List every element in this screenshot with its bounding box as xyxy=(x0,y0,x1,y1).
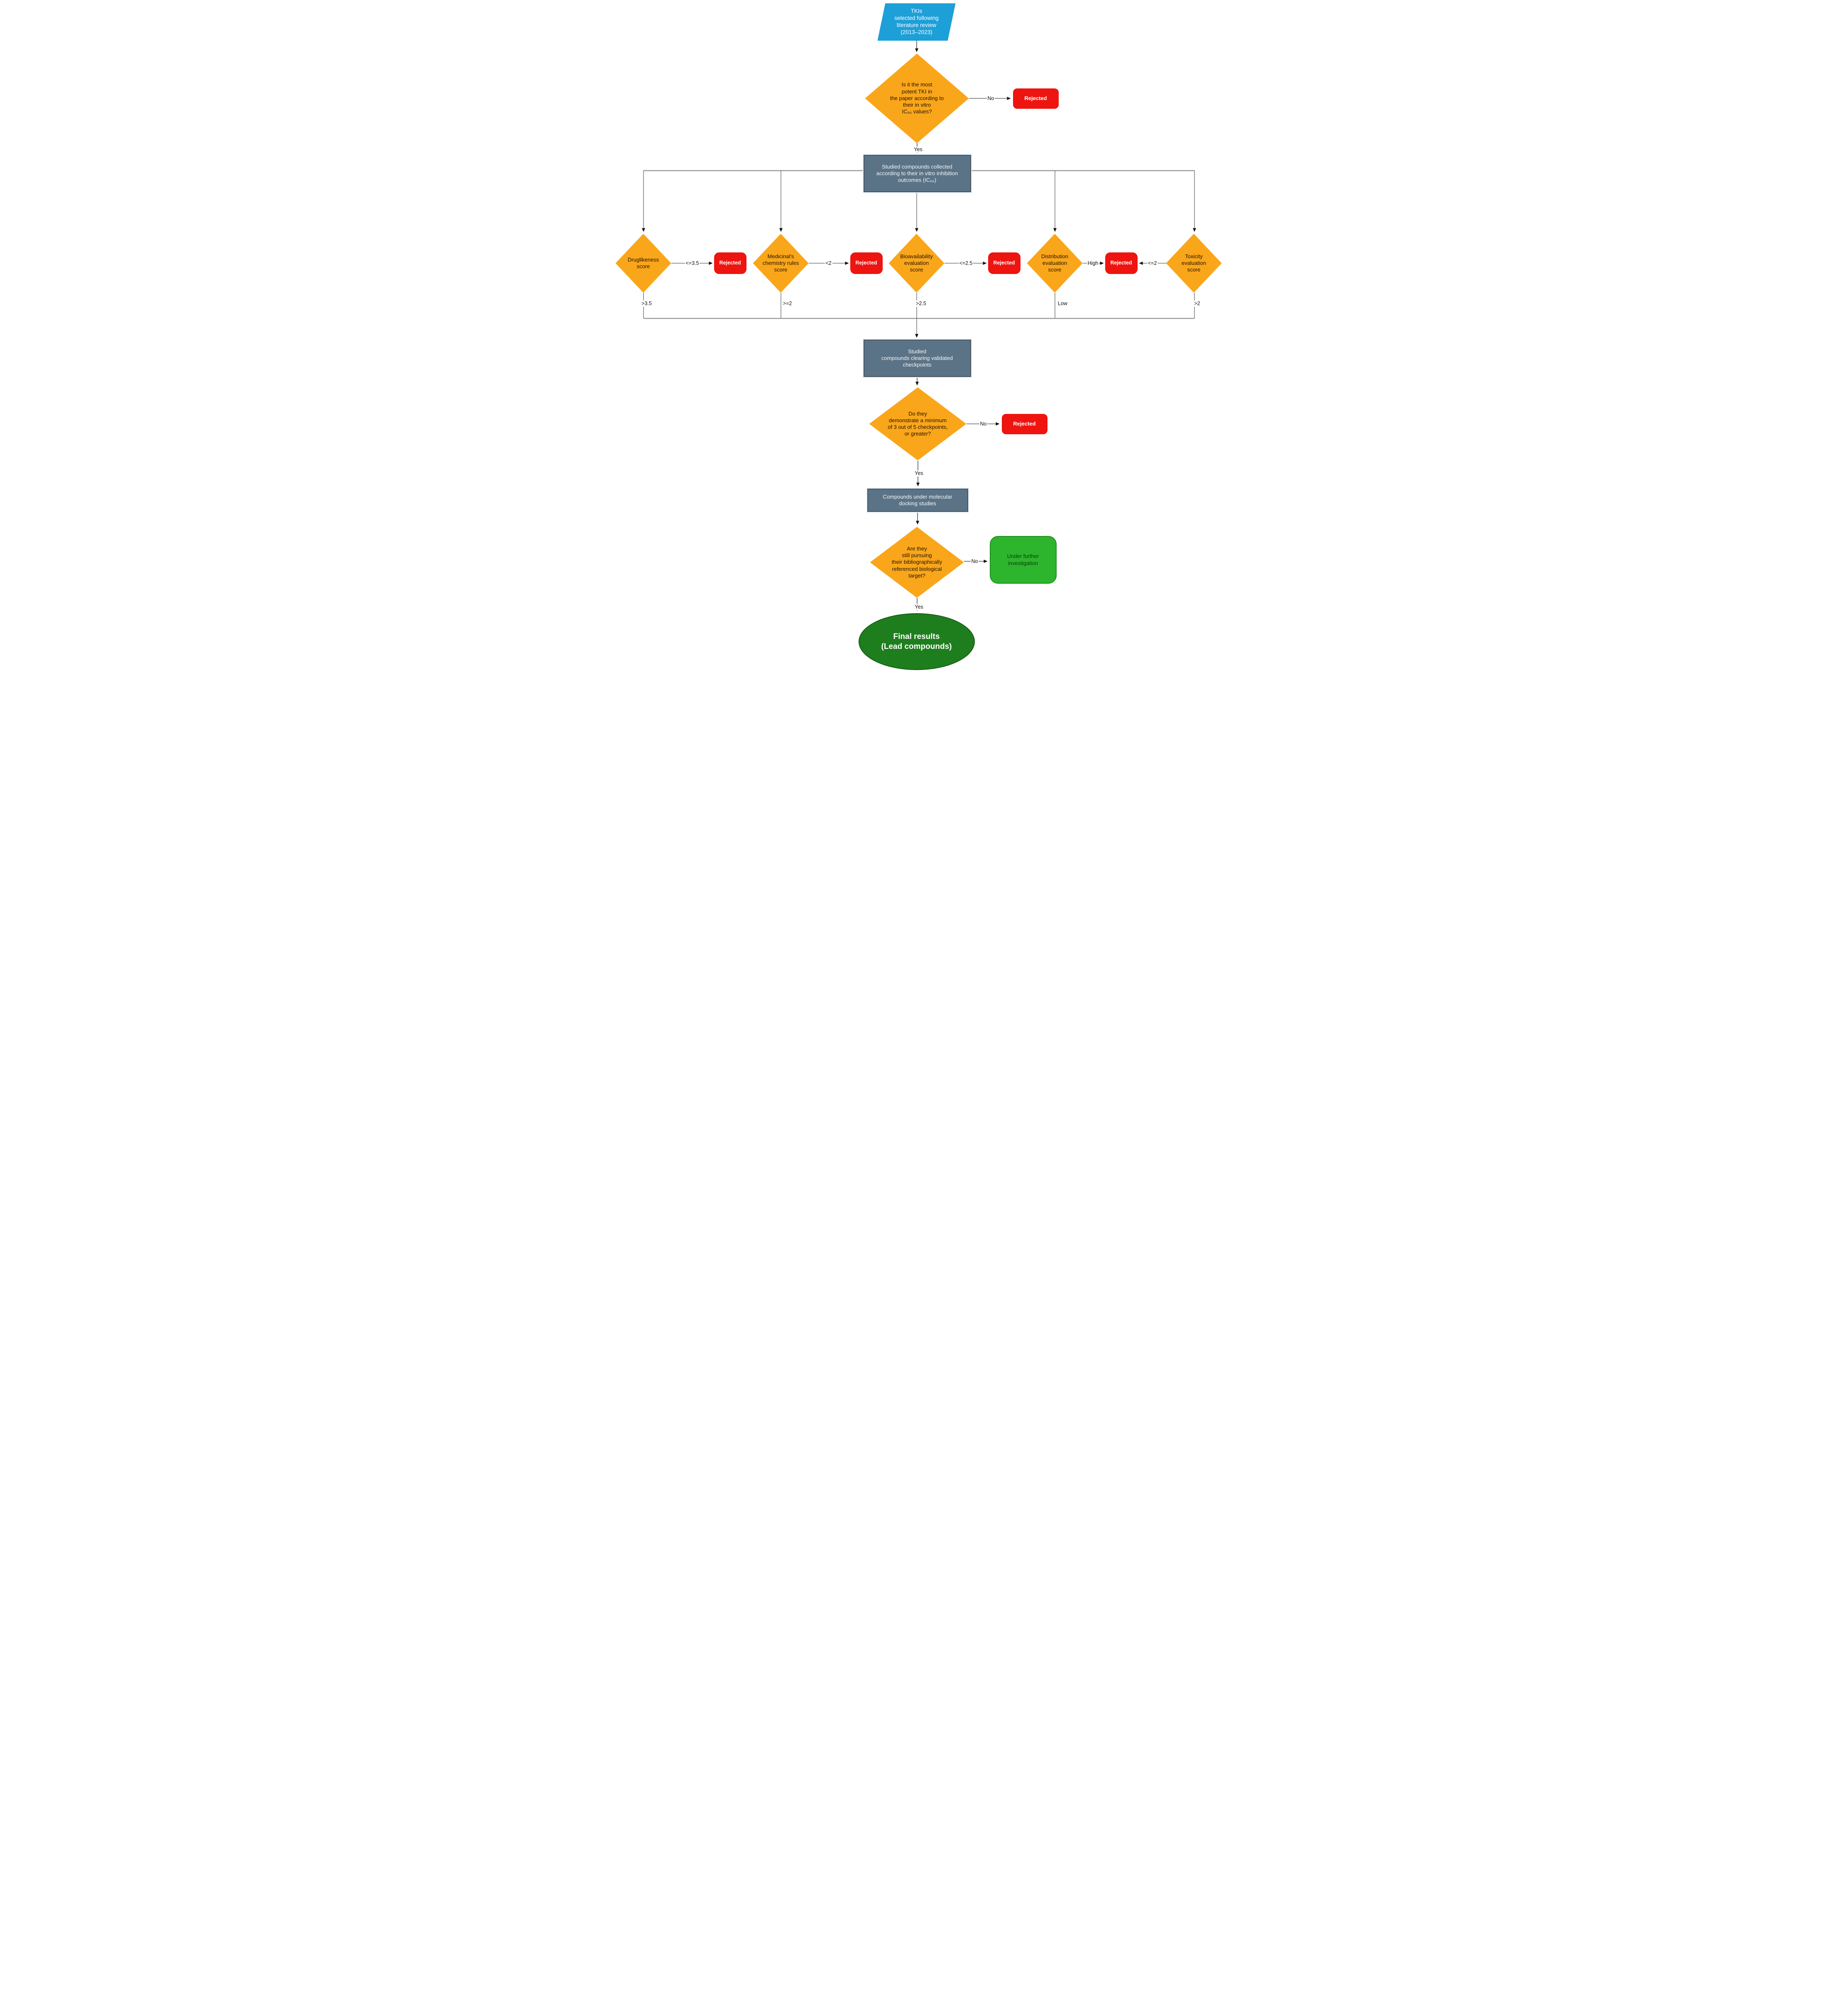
edge-label-medchem-pass: >=2 xyxy=(782,300,793,307)
druglikeness-label: Druglikeness score xyxy=(627,256,659,269)
process-compounds-collected: Studied compounds collected according to… xyxy=(863,155,971,192)
edge-label-no-potency: No xyxy=(986,95,995,102)
edge-label-no-checkpoints: No xyxy=(979,421,988,427)
rejected-box-bioavailability: Rejected xyxy=(988,252,1021,274)
rejected-box-checkpoints: Rejected xyxy=(1001,414,1047,434)
process-clearing-label: Studied compounds clearing validated che… xyxy=(881,348,953,368)
checkpoints-decision-label: Do they demonstrate a minimum of 3 out o… xyxy=(888,410,948,437)
edge-label-druglikeness-fail: <=3.5 xyxy=(685,260,700,267)
edge-label-bioavailability-pass: >2.5 xyxy=(915,300,927,307)
target-decision-label: Are they still pursuing their bibliograp… xyxy=(891,545,942,579)
decision-most-potent-label: Is it the most potent TKI in the paper a… xyxy=(890,81,944,115)
flowchart-canvas: TKIs selected following literature revie… xyxy=(611,0,1222,672)
toxicity-label: Toxicity evaluation score xyxy=(1181,253,1207,273)
start-parallelogram-tkis: TKIs selected following literature revie… xyxy=(877,3,956,41)
edge-label-toxicity-pass: >2 xyxy=(1193,300,1201,307)
investigation-label: Under further investigation xyxy=(1007,553,1039,566)
edge-label-yes-checkpoints: Yes xyxy=(914,470,924,477)
under-further-investigation-box: Under further investigation xyxy=(989,536,1057,584)
process-docking-label: Compounds under molecular docking studie… xyxy=(883,493,952,506)
edge-label-medchem-fail: <2 xyxy=(825,260,832,267)
rejected-label: Rejected xyxy=(1013,421,1036,427)
rejected-label: Rejected xyxy=(855,260,877,266)
edge-label-yes-potency: Yes xyxy=(913,146,923,153)
rejected-label: Rejected xyxy=(1110,260,1132,266)
rejected-label: Rejected xyxy=(1024,95,1047,102)
final-results-label: Final results (Lead compounds) xyxy=(881,632,952,651)
process-molecular-docking: Compounds under molecular docking studie… xyxy=(867,489,968,512)
rejected-label: Rejected xyxy=(719,260,741,266)
edge-label-distribution-fail: High xyxy=(1087,260,1099,267)
rejected-box-medchem: Rejected xyxy=(850,252,883,274)
edge-label-yes-target: Yes xyxy=(914,604,924,610)
rejected-label: Rejected xyxy=(993,260,1015,266)
medchem-label: Medicinal's chemistry rules score xyxy=(762,253,799,273)
start-label: TKIs selected following literature revie… xyxy=(894,8,939,35)
edge-label-toxicity-fail: <=2 xyxy=(1147,260,1158,267)
edge-label-bioavailability-fail: <=2.5 xyxy=(958,260,974,267)
rejected-box-potency: Rejected xyxy=(1013,88,1059,109)
rejected-box-druglikeness: Rejected xyxy=(714,252,746,274)
bioavailability-label: Bioavailability evaluation score xyxy=(900,253,933,273)
process-compounds-clearing-checkpoints: Studied compounds clearing validated che… xyxy=(863,340,971,377)
edge-label-no-target: No xyxy=(970,558,979,565)
process-collected-label: Studied compounds collected according to… xyxy=(876,163,958,183)
distribution-label: Distribution evaluation score xyxy=(1041,253,1069,273)
rejected-box-distribution-toxicity: Rejected xyxy=(1105,252,1138,274)
final-results-ellipse: Final results (Lead compounds) xyxy=(858,613,975,670)
edge-label-druglikeness-pass: >3.5 xyxy=(641,300,653,307)
edge-label-distribution-pass: Low xyxy=(1057,300,1068,307)
